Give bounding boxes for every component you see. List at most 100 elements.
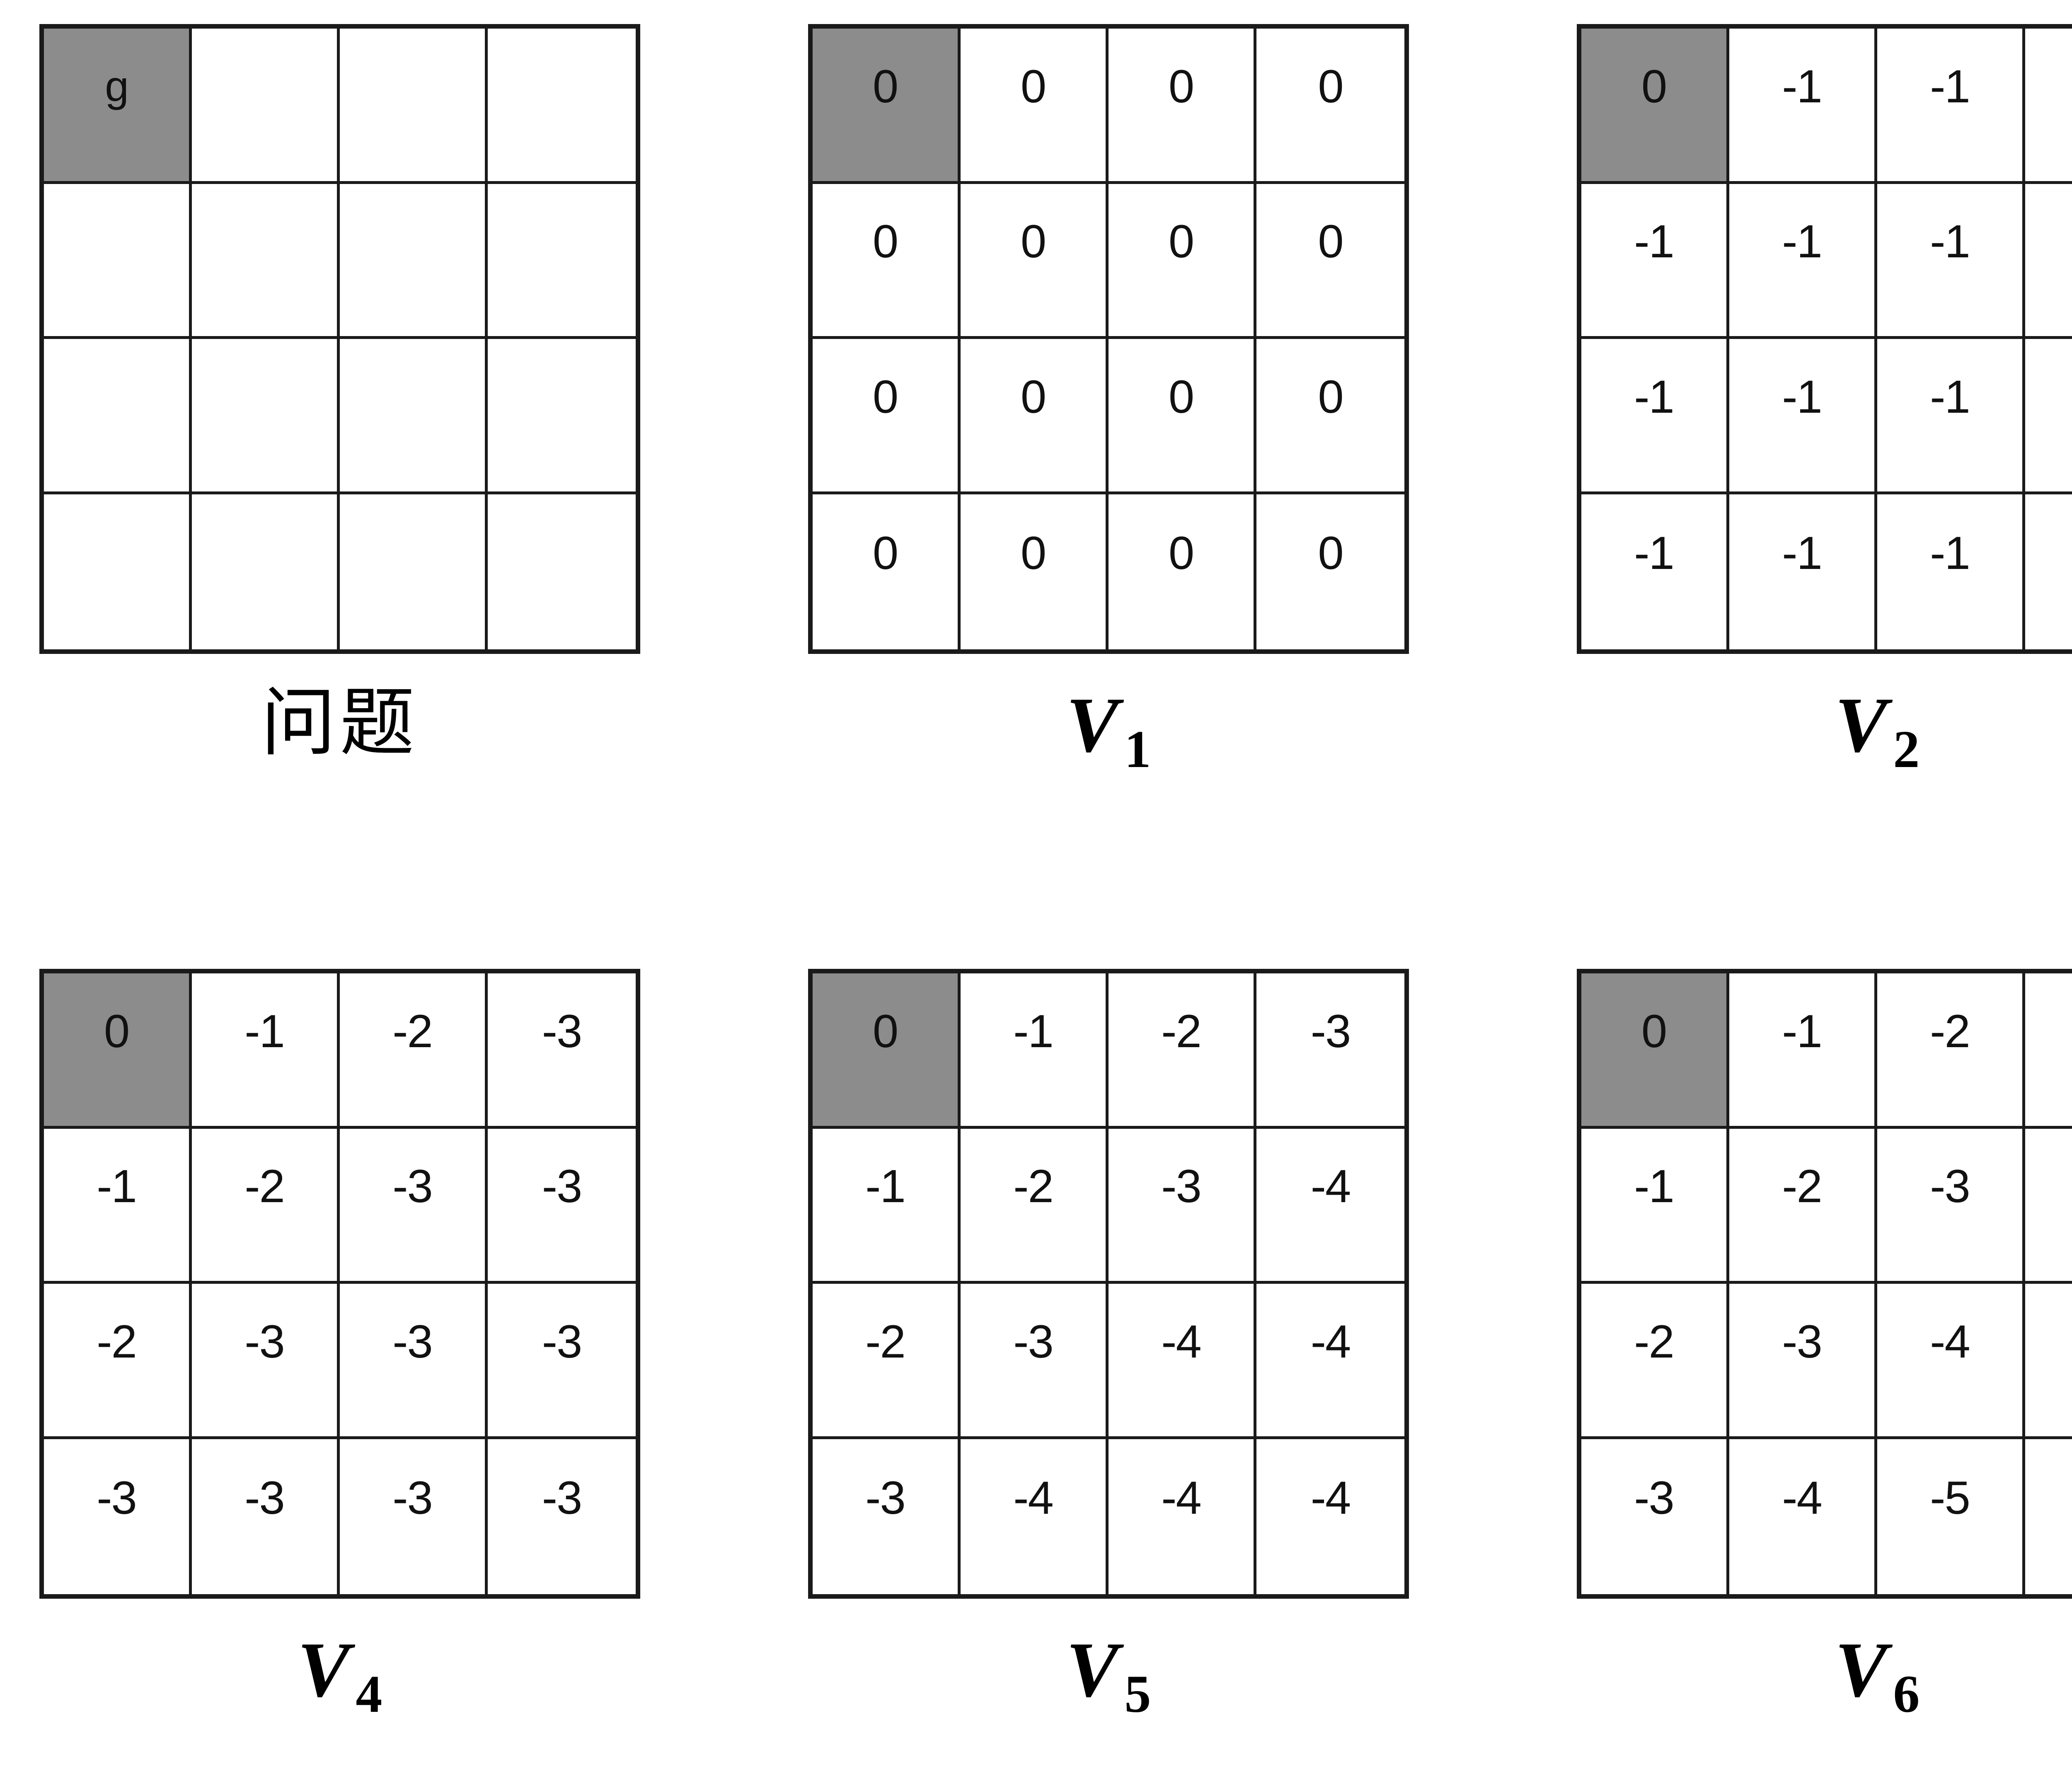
grid-cell-v1-r0c1: 0 — [961, 29, 1109, 184]
cell-value: 0 — [1168, 215, 1194, 268]
grid-cell-v6-r1c2: -3 — [1877, 1128, 2025, 1284]
cell-value: -3 — [542, 1005, 583, 1057]
grid-cell-v6-r0c1: -1 — [1729, 973, 1877, 1129]
grid-cell-v1-r3c2: 0 — [1109, 494, 1256, 649]
grid-cell-v1-r2c0: 0 — [813, 339, 961, 494]
cell-value: -4 — [1782, 1471, 1823, 1524]
cell-value: 0 — [104, 1005, 130, 1057]
grid-cell-v4-r0c0-goal: 0 — [44, 973, 192, 1129]
grid-cell-v5-r1c0: -1 — [813, 1128, 961, 1284]
grid-cell-v5-r2c0: -2 — [813, 1284, 961, 1439]
grid-cell-v2-r0c3: -1 — [2025, 29, 2072, 184]
caption-symbol: V — [1835, 1626, 1888, 1713]
grid-cell-v1-r3c3: 0 — [1256, 494, 1404, 649]
cell-value: -2 — [392, 1005, 433, 1057]
value-grid-v5: 0-1-2-3-1-2-3-4-2-3-4-4-3-4-4-4 — [808, 969, 1409, 1599]
cell-value: -3 — [392, 1315, 433, 1367]
grid-cell-v2-r1c2: -1 — [1877, 184, 2025, 339]
cell-value: -4 — [1161, 1315, 1202, 1367]
cell-value: -3 — [244, 1315, 285, 1367]
cell-value: -5 — [1930, 1471, 1970, 1524]
cell-value: -3 — [542, 1471, 583, 1524]
grid-cell-v2-r1c1: -1 — [1729, 184, 1877, 339]
grid-cell-problem-r3c2 — [340, 494, 488, 649]
grid-cell-v1-r0c0-goal: 0 — [813, 29, 961, 184]
grid-cell-problem-r0c0-goal: g — [44, 29, 192, 184]
grid-cell-v4-r3c1: -3 — [192, 1439, 340, 1594]
cell-value: -2 — [244, 1160, 285, 1213]
cell-value: -1 — [97, 1160, 137, 1213]
cell-value: -3 — [2025, 1008, 2072, 1055]
grid-cell-v6-r3c1: -4 — [1729, 1439, 1877, 1594]
caption-subscript: 5 — [1124, 1665, 1151, 1724]
cell-value: 0 — [1168, 370, 1194, 423]
caption-subscript: 6 — [1893, 1665, 1920, 1724]
grid-cell-v1-r1c3: 0 — [1256, 184, 1404, 339]
cell-value: -1 — [1634, 527, 1675, 579]
cell-value: -2 — [1161, 1005, 1202, 1057]
grid-cell-problem-r1c3 — [488, 184, 636, 339]
cell-value: -3 — [392, 1160, 433, 1213]
grid-cell-v1-r2c2: 0 — [1109, 339, 1256, 494]
grid-cell-v1-r2c3: 0 — [1256, 339, 1404, 494]
grid-cell-v5-r1c1: -2 — [961, 1128, 1109, 1284]
cell-value: -1 — [2025, 530, 2072, 576]
cell-value: -3 — [1161, 1160, 1202, 1213]
grid-cell-v4-r0c1: -1 — [192, 973, 340, 1129]
grid-cell-v4-r2c0: -2 — [44, 1284, 192, 1439]
cell-value: -4 — [1310, 1160, 1351, 1213]
cell-value: -4 — [1310, 1315, 1351, 1367]
grid-cell-v6-r3c0: -3 — [1581, 1439, 1729, 1594]
grid-cell-problem-r2c1 — [192, 339, 340, 494]
grid-cell-v4-r3c0: -3 — [44, 1439, 192, 1594]
grid-cell-v4-r1c3: -3 — [488, 1128, 636, 1284]
grid-cell-v4-r2c1: -3 — [192, 1284, 340, 1439]
cell-value: 0 — [872, 215, 898, 268]
cell-value: -1 — [2025, 218, 2072, 265]
grid-cell-v6-r1c0: -1 — [1581, 1128, 1729, 1284]
grid-cell-v4-r2c3: -3 — [488, 1284, 636, 1439]
grid-cell-v4-r0c3: -3 — [488, 973, 636, 1129]
value-grid-problem: g — [39, 24, 640, 654]
grid-cell-problem-r1c1 — [192, 184, 340, 339]
cell-value: -3 — [1782, 1315, 1823, 1367]
cell-value: 0 — [872, 1005, 898, 1057]
cell-value: 0 — [1168, 60, 1194, 112]
cell-value: -1 — [1634, 370, 1675, 423]
cell-value: -1 — [1782, 60, 1823, 112]
grid-panel-v2: 0-1-1-1-1-1-1-1-1-1-1-1-1-1-1-1V2 — [1577, 24, 2072, 776]
grid-cell-v4-r2c2: -3 — [340, 1284, 488, 1439]
grid-cell-v5-r3c1: -4 — [961, 1439, 1109, 1594]
grid-cell-v6-r0c3: -3 — [2025, 973, 2072, 1129]
cell-value: -3 — [97, 1471, 137, 1524]
cell-value: -3 — [542, 1160, 583, 1213]
cell-value: 0 — [1020, 60, 1046, 112]
cell-value: 0 — [1641, 1005, 1667, 1057]
grid-cell-problem-r2c3 — [488, 339, 636, 494]
grid-cell-v5-r3c2: -4 — [1109, 1439, 1256, 1594]
cell-value: -1 — [2025, 374, 2072, 420]
grid-cell-v2-r2c0: -1 — [1581, 339, 1729, 494]
grid-cell-v5-r3c0: -3 — [813, 1439, 961, 1594]
caption-subscript: 1 — [1124, 720, 1151, 779]
cell-value: 0 — [1318, 527, 1343, 579]
grid-cell-v2-r2c2: -1 — [1877, 339, 2025, 494]
grid-cell-v1-r1c2: 0 — [1109, 184, 1256, 339]
cell-value: -5 — [2025, 1319, 2072, 1365]
grid-cell-v4-r3c3: -3 — [488, 1439, 636, 1594]
cell-value: -1 — [1782, 370, 1823, 423]
cell-value: -5 — [2025, 1475, 2072, 1521]
cell-value: -3 — [244, 1471, 285, 1524]
grid-cell-v5-r2c1: -3 — [961, 1284, 1109, 1439]
grid-cell-v2-r3c3: -1 — [2025, 494, 2072, 649]
grid-cell-v4-r3c2: -3 — [340, 1439, 488, 1594]
value-grid-v6: 0-1-2-3-1-2-3-4-2-3-4-5-3-4-5-5 — [1577, 969, 2072, 1599]
grid-cell-problem-r3c3 — [488, 494, 636, 649]
grid-cell-v5-r0c2: -2 — [1109, 973, 1256, 1129]
caption-subscript: 4 — [356, 1665, 382, 1724]
grid-panel-v6: 0-1-2-3-1-2-3-4-2-3-4-5-3-4-5-5V6 — [1577, 969, 2072, 1721]
grid-cell-v1-r1c1: 0 — [961, 184, 1109, 339]
